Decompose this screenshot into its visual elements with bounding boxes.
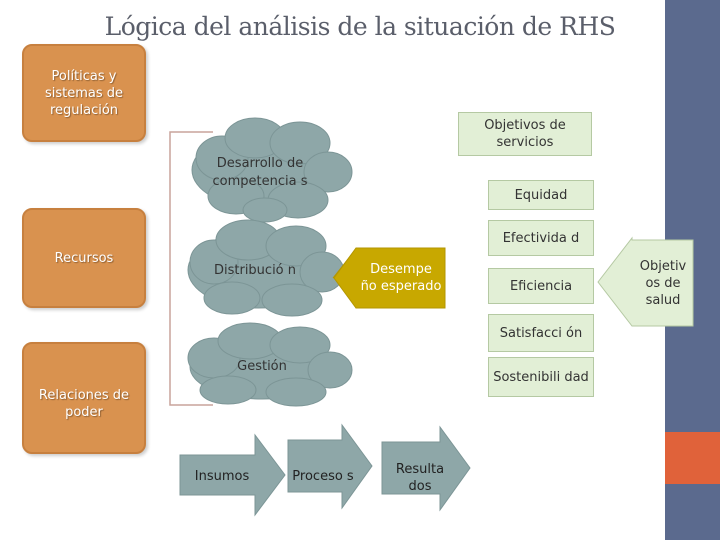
outcome-eficiencia-label: Eficiencia — [509, 278, 573, 294]
process-insumos-label: Insumos — [194, 468, 250, 484]
resultados-arrow-shape — [381, 425, 471, 512]
objetivos-servicios-box: Objetivos de servicios — [458, 112, 592, 156]
box-politicas-label: Políticas y sistemas de regulación — [44, 68, 124, 118]
outcome-sostenibilidad: Sostenibili dad — [488, 357, 594, 397]
outcome-efectividad: Efectivida d — [488, 220, 594, 256]
objetivos-salud-label: Objetiv os de salud — [639, 258, 687, 308]
outcome-sostenibilidad-label: Sostenibili dad — [493, 369, 589, 385]
outcome-efectividad-label: Efectivida d — [502, 230, 580, 246]
desempeno-label: Desempe ño esperado — [360, 262, 442, 294]
cloud-desarrollo-shape — [191, 117, 353, 223]
cloud-desarrollo-label: Desarrollo de competencia s — [212, 156, 308, 189]
insumos-arrow-shape — [179, 433, 286, 517]
box-relaciones-label: Relaciones de poder — [38, 388, 130, 420]
outcome-eficiencia: Eficiencia — [488, 268, 594, 304]
outcome-equidad-label: Equidad — [514, 187, 568, 203]
box-recursos-label: Recursos — [54, 250, 114, 266]
outcome-satisfaccion: Satisfacci ón — [488, 314, 594, 352]
process-proceso: Proceso s — [292, 454, 354, 498]
grouping-bracket — [169, 131, 213, 406]
cloud-distribucion: Distribució n — [200, 245, 310, 297]
process-resultados: Resulta dos — [385, 456, 455, 500]
box-relaciones: Relaciones de poder — [22, 342, 146, 454]
cloud-gestion-shape — [187, 322, 353, 407]
objetivos-salud: Objetiv os de salud — [632, 244, 694, 322]
cloud-desarrollo: Desarrollo de competencia s — [205, 133, 315, 213]
process-resultados-label: Resulta dos — [395, 462, 445, 494]
page-title: Lógica del análisis de la situación de R… — [104, 12, 616, 41]
box-recursos: Recursos — [22, 208, 146, 308]
process-proceso-label: Proceso s — [292, 468, 354, 484]
process-insumos: Insumos — [182, 462, 262, 490]
outcome-satisfaccion-label: Satisfacci ón — [499, 325, 583, 341]
desempeno-esperado: Desempe ño esperado — [360, 250, 442, 306]
cloud-distribucion-shape — [187, 219, 345, 317]
cloud-distribucion-label: Distribució n — [213, 263, 297, 278]
outcome-equidad: Equidad — [488, 180, 594, 210]
right-accent-block — [665, 432, 720, 484]
objetivos-servicios-label: Objetivos de servicios — [484, 118, 566, 150]
objetivos-salud-arrow-shape — [597, 236, 694, 327]
cloud-gestion-label: Gestión — [237, 359, 287, 374]
box-politicas: Políticas y sistemas de regulación — [22, 44, 146, 142]
proceso-arrow-shape — [287, 423, 373, 510]
cloud-gestion: Gestión — [210, 350, 314, 384]
